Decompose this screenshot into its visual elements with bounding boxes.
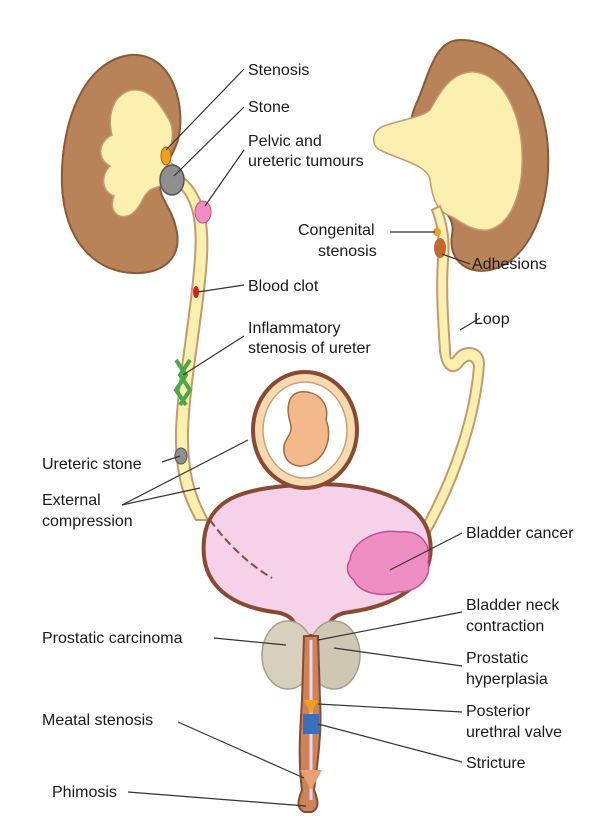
stenosis-marker	[160, 146, 172, 166]
label-meatal-stenosis: Meatal stenosis	[42, 712, 153, 729]
label-adhesions: Adhesions	[472, 256, 547, 273]
bladder-cancer-mass	[346, 530, 430, 596]
fetus	[283, 391, 330, 467]
label-congenital-1: Congenital	[298, 222, 375, 239]
inflammatory-stenosis-marker	[173, 358, 193, 407]
pregnant-uterus	[251, 370, 359, 490]
right-kidney	[372, 38, 550, 272]
label-bladder-neck-1: Bladder neck	[466, 597, 560, 614]
congenital-stenosis-marker	[433, 228, 441, 236]
label-stenosis: Stenosis	[248, 62, 309, 79]
label-external-2: compression	[42, 513, 133, 530]
stricture-marker	[303, 714, 319, 734]
label-prostatic-carcinoma: Prostatic carcinoma	[42, 630, 183, 647]
label-loop: Loop	[474, 311, 510, 328]
label-congenital-2: stenosis	[318, 243, 377, 260]
adhesions-marker	[434, 238, 446, 258]
label-pelvic-2: ureteric tumours	[248, 153, 364, 170]
prostate	[261, 620, 361, 690]
label-external-1: External	[42, 492, 101, 509]
leader-lines	[121, 68, 481, 807]
label-inflammatory-1: Inflammatory	[248, 320, 340, 337]
posterior-urethral-valve-marker	[304, 700, 318, 714]
label-phimosis: Phimosis	[52, 784, 117, 801]
label-posterior-1: Posterior	[466, 703, 531, 720]
label-prostatic-hyperplasia-1: Prostatic	[466, 650, 528, 667]
left-kidney	[60, 53, 182, 275]
label-posterior-2: urethral valve	[466, 724, 562, 741]
label-prostatic-hyperplasia-2: hyperplasia	[466, 671, 548, 688]
pelvic-tumour-marker	[194, 200, 212, 224]
blood-clot-marker	[193, 286, 199, 298]
label-blood-clot: Blood clot	[248, 278, 319, 295]
label-bladder-cancer: Bladder cancer	[466, 525, 574, 542]
label-inflammatory-2: stenosis of ureter	[248, 340, 371, 357]
ureteric-stone-marker	[174, 447, 188, 465]
meatal-stenosis-marker	[300, 770, 322, 790]
left-ureter-intramural	[209, 519, 273, 579]
label-stone: Stone	[248, 99, 290, 116]
label-ureteric-stone: Ureteric stone	[42, 456, 142, 473]
label-pelvic-1: Pelvic and	[248, 133, 322, 150]
label-bladder-neck-2: contraction	[466, 618, 544, 635]
label-stricture: Stricture	[466, 755, 526, 772]
